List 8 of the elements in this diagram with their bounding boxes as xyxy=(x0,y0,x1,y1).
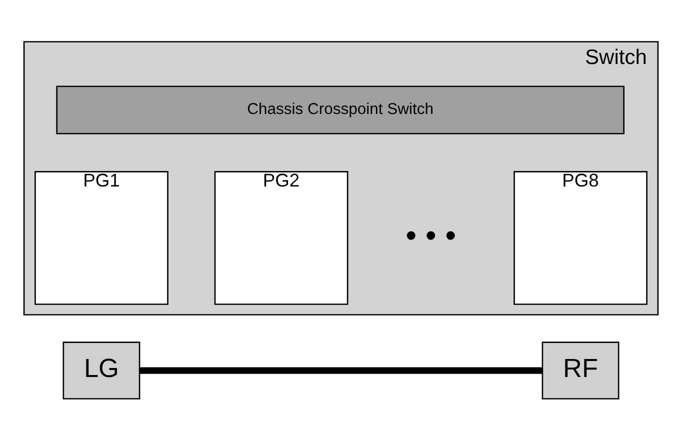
connector xyxy=(140,367,542,374)
node-box: PG1 xyxy=(34,171,168,305)
node-box: Chassis Crosspoint Switch xyxy=(56,86,624,134)
node-box: PG8 xyxy=(514,171,648,305)
node-box: PG2 xyxy=(214,171,348,305)
node-box: RF xyxy=(542,342,620,400)
label: • • • xyxy=(406,217,456,254)
node-box: LG xyxy=(62,342,140,400)
